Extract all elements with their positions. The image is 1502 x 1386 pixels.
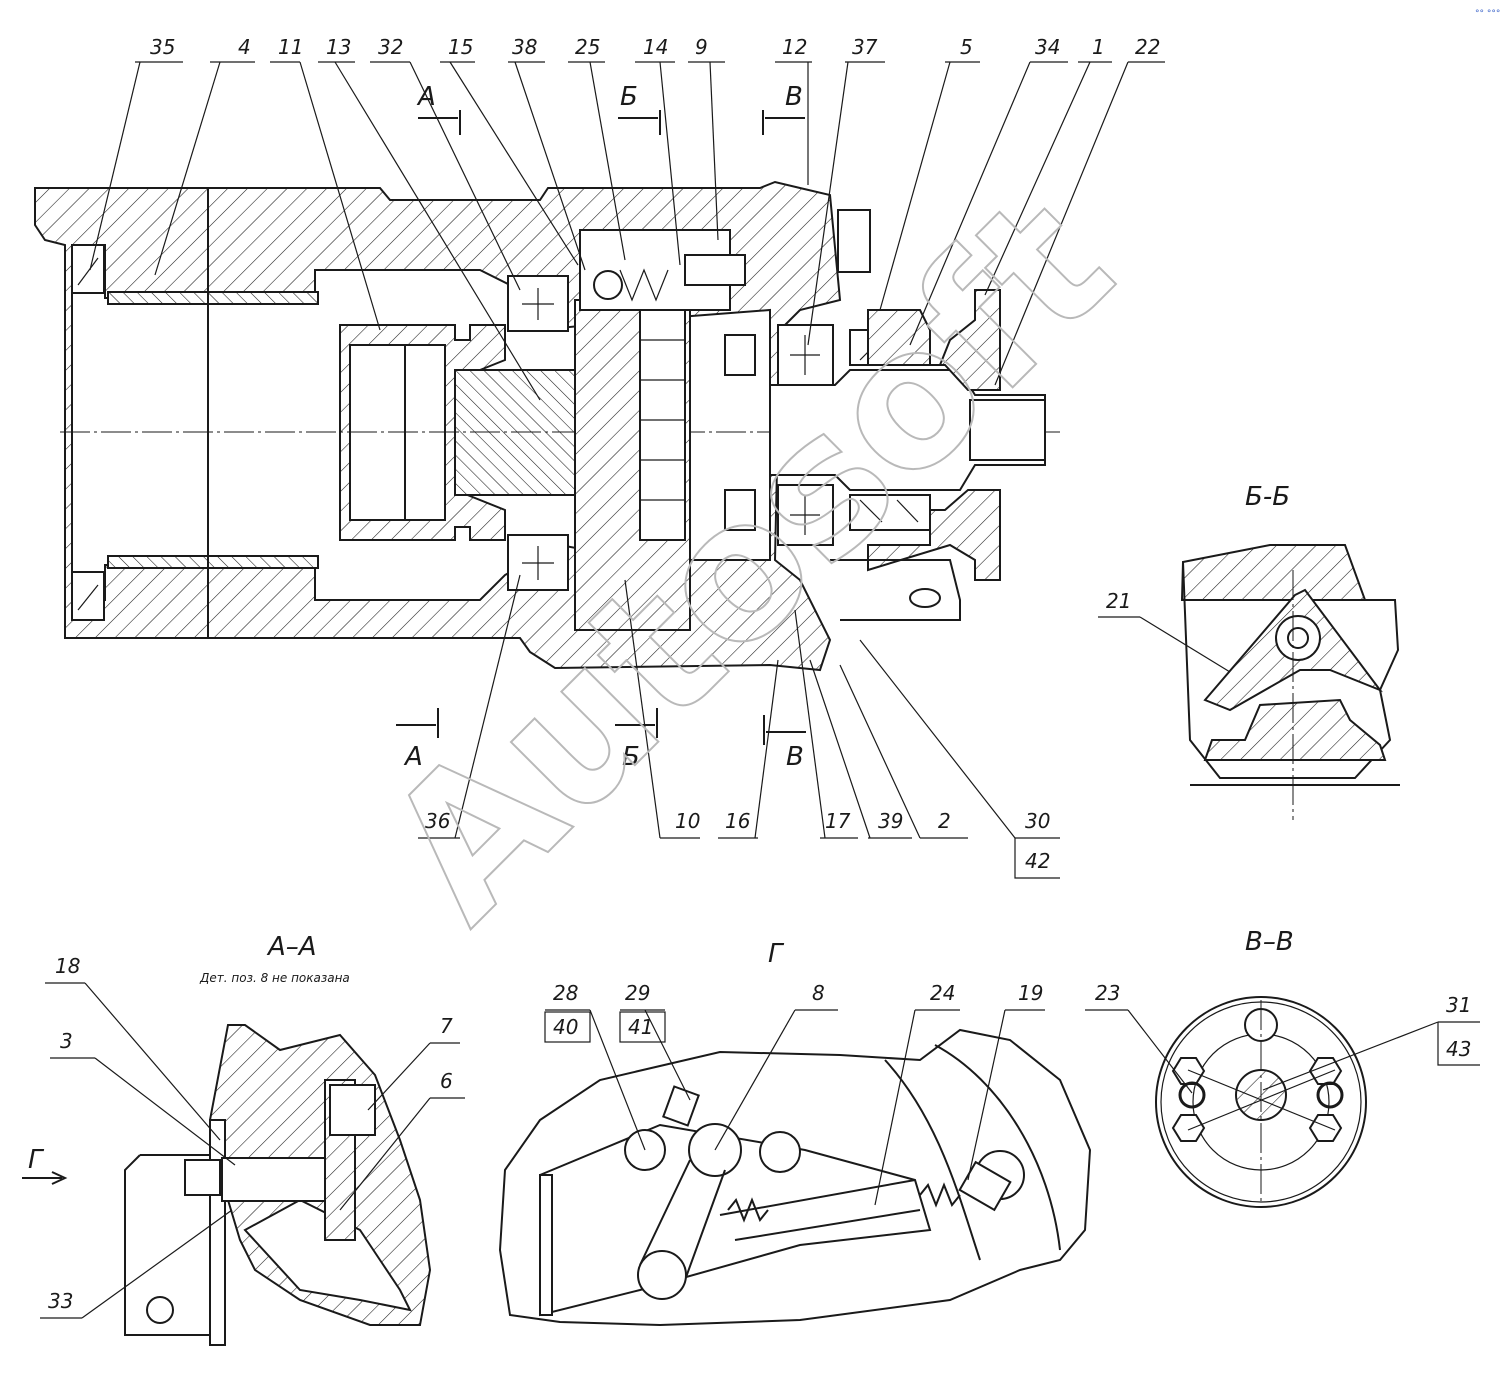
callout-41: 41 <box>628 1015 653 1039</box>
callout-18: 18 <box>55 954 80 978</box>
callout-25: 25 <box>568 35 626 261</box>
callout-34: 34 <box>909 35 1068 346</box>
callout-39: 39 <box>809 659 912 839</box>
callout-14: 14 <box>635 35 681 266</box>
callout-42: 42 <box>1014 838 1060 879</box>
main-section-view <box>34 180 1060 672</box>
svg-text:30: 30 <box>1025 809 1050 833</box>
callout-9: 9 <box>688 35 725 241</box>
callout-29: 29 <box>625 981 650 1005</box>
marker-b-bottom: Б <box>622 742 640 772</box>
marker-v-top: В <box>785 82 803 112</box>
callout-16: 16 <box>718 659 779 839</box>
section-bb-title: Б-Б <box>1245 482 1290 512</box>
marker-a-bottom: А <box>403 742 423 772</box>
svg-text:14: 14 <box>643 35 668 59</box>
marker-v-bottom: В <box>786 742 804 772</box>
svg-text:35: 35 <box>150 35 175 59</box>
svg-text:32: 32 <box>378 35 403 59</box>
svg-text:34: 34 <box>1035 35 1060 59</box>
corner-mark: °° °°° <box>1475 9 1500 19</box>
callout-4: 4 <box>154 35 255 276</box>
svg-text:22: 22 <box>1135 35 1160 59</box>
svg-text:42: 42 <box>1025 849 1050 873</box>
marker-b-top: Б <box>620 82 638 112</box>
callout-35: 35 <box>89 35 183 271</box>
bottom-callouts: 36 10 16 17 39 2 30 42 <box>418 574 1060 879</box>
svg-text:16: 16 <box>725 809 750 833</box>
callout-13: 13 <box>318 35 541 401</box>
svg-text:37: 37 <box>852 35 878 59</box>
callout-5: 5 <box>879 35 980 311</box>
callout-1: 1 <box>984 35 1112 296</box>
callout-43: 43 <box>1446 1037 1471 1061</box>
svg-text:2: 2 <box>938 809 951 833</box>
callout-7: 7 <box>440 1014 453 1038</box>
callout-11: 11 <box>270 35 381 331</box>
callout-31: 31 <box>1446 993 1471 1017</box>
callout-12: 12 <box>775 35 812 185</box>
svg-text:10: 10 <box>675 809 700 833</box>
marker-a-top: А <box>416 82 436 112</box>
section-aa-title: А–А <box>266 932 317 962</box>
svg-text:17: 17 <box>825 809 851 833</box>
section-markers: А Б В А Б В <box>396 82 806 772</box>
svg-text:9: 9 <box>695 35 708 59</box>
svg-text:39: 39 <box>878 809 903 833</box>
svg-text:36: 36 <box>425 809 450 833</box>
callout-40: 40 <box>553 1015 578 1039</box>
callout-2: 2 <box>839 664 968 839</box>
callout-36: 36 <box>418 574 521 839</box>
callout-38: 38 <box>508 35 586 271</box>
callout-19: 19 <box>1018 981 1043 1005</box>
callout-24: 24 <box>930 981 955 1005</box>
section-aa: А–А Дет. поз. 8 не показана 18 3 7 6 33 … <box>22 932 465 1346</box>
svg-text:15: 15 <box>448 35 473 59</box>
callout-8: 8 <box>812 981 825 1005</box>
callout-37: 37 <box>807 35 885 346</box>
callout-15: 15 <box>440 35 579 266</box>
section-bb: Б-Б 21 <box>1098 482 1400 820</box>
callout-3: 3 <box>60 1029 73 1053</box>
callout-6: 6 <box>440 1069 453 1093</box>
svg-text:4: 4 <box>238 35 251 59</box>
callout-23: 23 <box>1095 981 1120 1005</box>
section-vv: В–В 23 31 43 <box>1085 927 1480 1208</box>
view-g-title: Г <box>768 939 785 969</box>
callout-30: 30 <box>859 639 1060 839</box>
svg-text:12: 12 <box>782 35 807 59</box>
callout-28: 28 <box>553 981 578 1005</box>
callout-22: 22 <box>994 35 1165 386</box>
svg-text:38: 38 <box>512 35 537 59</box>
callout-21: 21 <box>1106 589 1131 613</box>
svg-text:11: 11 <box>278 35 303 59</box>
callout-17: 17 <box>794 609 858 839</box>
section-vv-title: В–В <box>1245 927 1294 957</box>
top-callouts: 35 4 11 13 32 15 38 25 14 9 12 37 5 34 1… <box>89 35 1165 401</box>
view-g-arrow-label: Г <box>28 1145 45 1175</box>
callout-10: 10 <box>624 579 700 839</box>
svg-text:13: 13 <box>326 35 351 59</box>
view-g: Г 28 40 29 41 8 24 19 <box>498 939 1092 1327</box>
svg-text:25: 25 <box>575 35 600 59</box>
callout-33: 33 <box>48 1289 73 1313</box>
svg-text:1: 1 <box>1092 35 1105 59</box>
callout-32: 32 <box>370 35 521 291</box>
section-aa-note: Дет. поз. 8 не показана <box>199 971 350 985</box>
svg-text:5: 5 <box>960 35 973 59</box>
